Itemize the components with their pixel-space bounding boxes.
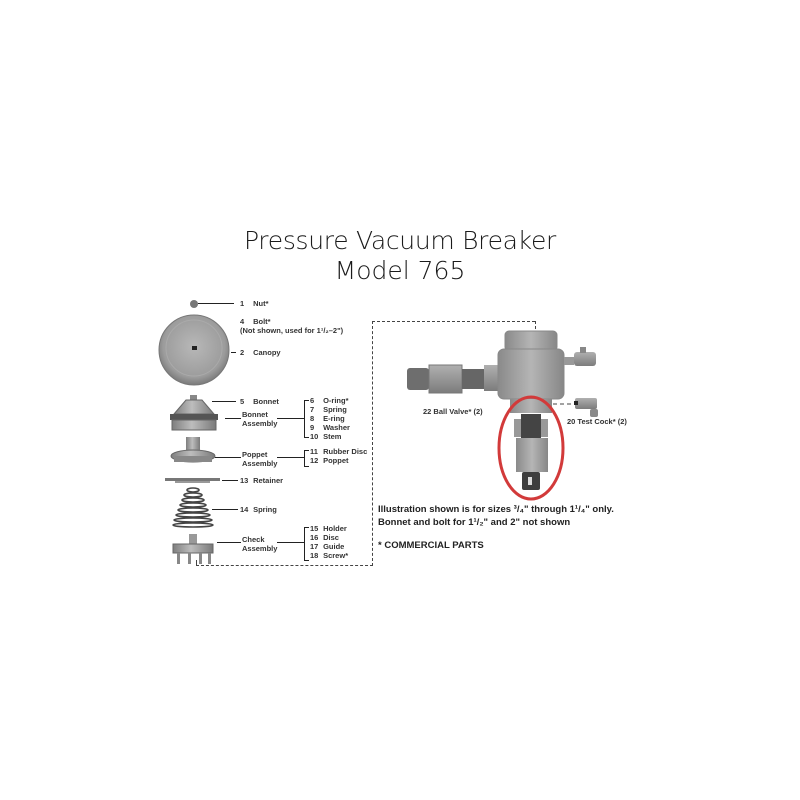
diagram-title-line1: Pressure Vacuum Breaker (243, 226, 557, 255)
highlight-circle (497, 395, 565, 501)
dashed-connector-drop (535, 321, 536, 329)
size-note-line1: Illustration shown is for sizes ³/₄" thr… (378, 504, 614, 515)
poppet-icon (170, 437, 216, 463)
test-cock-icon (574, 398, 598, 417)
test-cock-upper-icon (564, 347, 596, 366)
size-note-line2: Bonnet and bolt for 1¹/₂" and 2" not sho… (378, 517, 571, 528)
part-label-bolt-note: (Not shown, used for 1¹/₂–2") (240, 326, 344, 335)
test-cock-label: 20 Test Cock* (2) (567, 417, 627, 426)
part-label-nut: 1 Nut* (240, 299, 269, 308)
check-body-icon (514, 414, 548, 490)
exploded-parts-drawing (158, 300, 230, 564)
check-assembly-icon (172, 534, 214, 564)
valve-body-drawing (407, 330, 598, 501)
part-label-retainer: 13 Retainer (240, 476, 284, 485)
dashed-connector-hook (196, 560, 197, 565)
diagram-title-line2: Model 765 (334, 256, 466, 285)
valve-body-icon (497, 330, 565, 413)
part-label-bonnet: 5 Bonnet (240, 397, 279, 406)
part-label-canopy: 2 Canopy (240, 348, 281, 357)
part-label-bolt: 4 Bolt* (240, 317, 271, 326)
dashed-connector-bottom (196, 565, 373, 566)
part-label-spring: 14 Spring (240, 505, 277, 514)
dashed-connector-top (372, 321, 535, 322)
canopy-icon (158, 314, 230, 386)
bonnet-icon (170, 395, 218, 431)
retainer-icon (165, 478, 220, 483)
check-assembly-parts: 15 Holder 16 Disc 17 Guide 18 Screw* (310, 524, 349, 560)
nut-icon (190, 300, 198, 308)
bonnet-assembly-parts: 6 O-ring* 7 Spring 8 E-ring 9 Washer 10 … (310, 396, 350, 441)
dashed-connector-vertical (372, 321, 373, 566)
ball-valve-label: 22 Ball Valve* (2) (423, 407, 483, 416)
poppet-assembly-parts: 11 Rubber Disc 12 Poppet (310, 447, 368, 465)
ball-valve-icon (407, 364, 504, 394)
commercial-parts-note: * COMMERCIAL PARTS (378, 540, 484, 551)
spring-icon (172, 487, 214, 528)
